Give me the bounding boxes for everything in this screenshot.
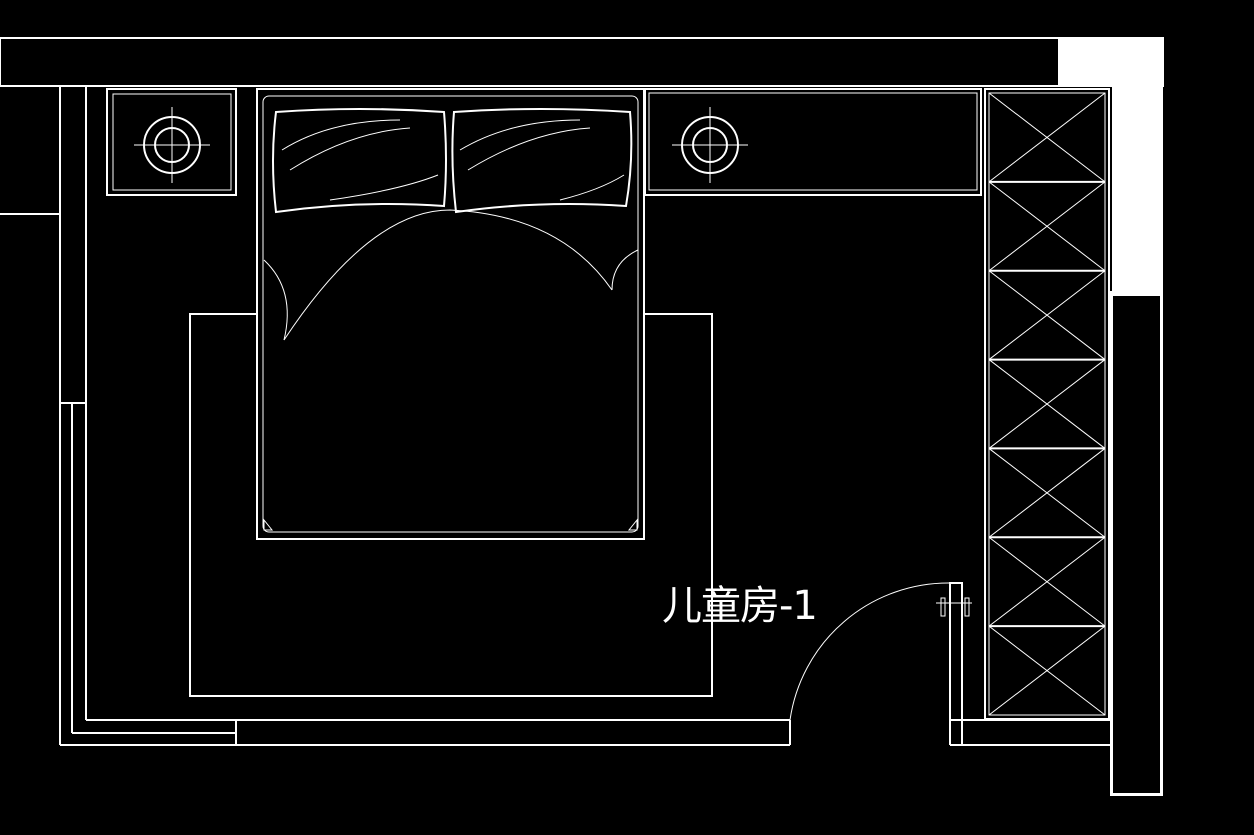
top-wall	[0, 37, 1164, 87]
right-wall	[1110, 86, 1163, 796]
wardrobe-compartments	[988, 92, 1106, 716]
lamp-icon	[134, 107, 210, 183]
left-wall	[0, 85, 87, 745]
room-label: 儿童房-1	[662, 583, 818, 629]
pillow-right	[451, 108, 633, 214]
wardrobe-cell	[988, 447, 1106, 538]
pillow-left	[272, 108, 447, 214]
rug	[189, 313, 713, 697]
side-cabinet-right	[644, 88, 982, 196]
wardrobe-cell	[988, 92, 1106, 183]
wardrobe	[984, 88, 1110, 720]
nightstand-left	[106, 88, 237, 196]
door-handle-icon	[936, 597, 972, 617]
wardrobe-cell	[988, 536, 1106, 627]
blanket	[263, 209, 639, 341]
door	[789, 582, 972, 721]
wardrobe-cell	[988, 269, 1106, 360]
wardrobe-cell	[988, 180, 1106, 272]
bed	[256, 88, 645, 540]
wardrobe-cell	[988, 358, 1106, 449]
lamp-icon	[672, 107, 748, 183]
bottom-wall	[60, 719, 1110, 746]
wardrobe-cell	[988, 625, 1106, 716]
